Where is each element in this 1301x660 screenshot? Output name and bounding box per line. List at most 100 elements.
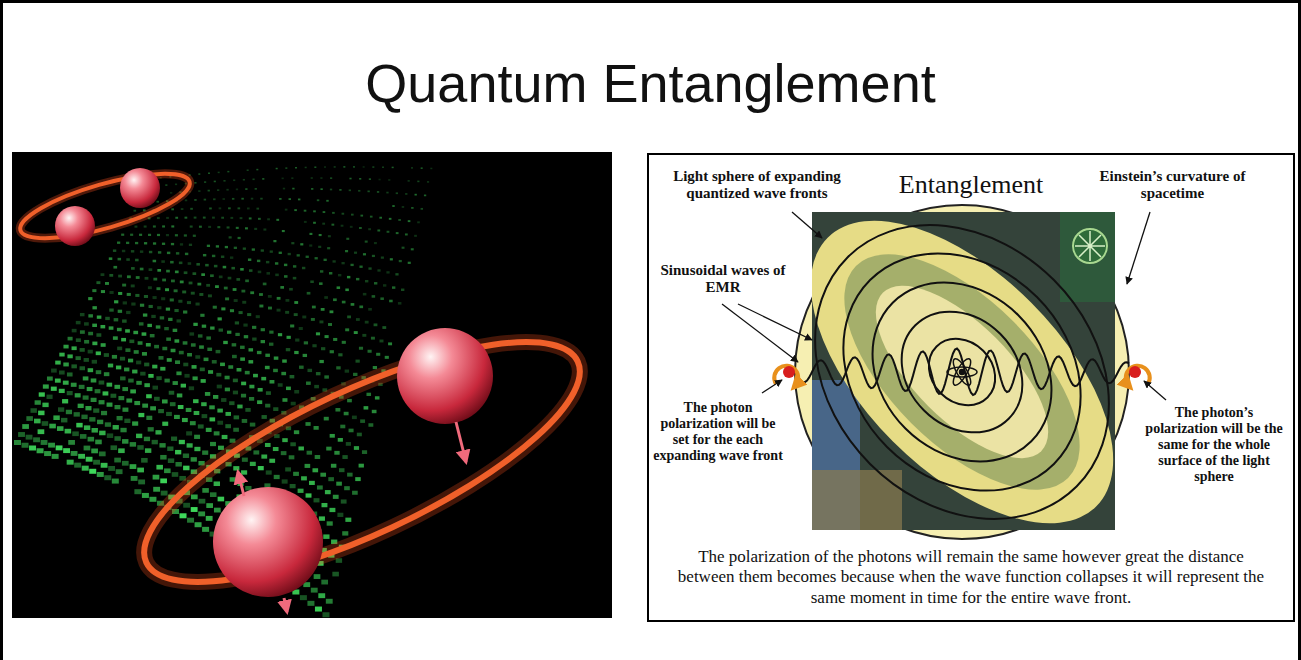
binary-bit [233, 379, 238, 383]
binary-bit [250, 462, 256, 466]
binary-bit [395, 273, 398, 275]
binary-bit [84, 340, 89, 344]
binary-bit [331, 224, 334, 226]
binary-bit [356, 360, 360, 363]
binary-bit [304, 221, 307, 223]
binary-bit [75, 393, 81, 397]
binary-bit [282, 359, 287, 362]
binary-bit [218, 317, 222, 320]
binary-bit [170, 261, 174, 264]
binary-bit [178, 405, 184, 409]
binary-bit [300, 243, 303, 245]
orbit-ring [116, 296, 608, 618]
binary-bit [233, 428, 239, 432]
binary-bit [274, 356, 279, 359]
binary-bit [241, 198, 243, 200]
binary-bit [339, 468, 344, 472]
binary-bit [76, 338, 81, 342]
binary-bit [122, 439, 128, 444]
binary-bit [220, 363, 225, 367]
binary-bit [368, 267, 371, 269]
binary-bit [110, 394, 116, 398]
binary-bit [52, 454, 59, 459]
binary-bit [89, 469, 96, 474]
binary-bit [276, 219, 279, 221]
binary-bit [116, 366, 121, 370]
binary-bit [398, 219, 401, 221]
binary-bit [127, 275, 131, 278]
binary-bit [105, 422, 111, 426]
binary-bit [362, 334, 366, 337]
binary-bit [295, 339, 299, 342]
binary-bit [42, 403, 48, 407]
particle [55, 206, 95, 246]
binary-bit [236, 278, 240, 281]
binary-bit [366, 393, 371, 396]
binary-bit [221, 307, 225, 310]
binary-bit [336, 482, 342, 486]
binary-bit [243, 324, 247, 327]
binary-bit [253, 374, 258, 378]
binary-bit [281, 372, 286, 375]
binary-bit [216, 245, 219, 247]
binary-bit [335, 408, 340, 412]
binary-bit [402, 247, 405, 249]
binary-bit [225, 297, 229, 300]
binary-bit [136, 381, 141, 385]
binary-bit [62, 399, 68, 403]
binary-bit [294, 209, 297, 211]
binary-bit [237, 405, 242, 409]
binary-bit [175, 462, 181, 467]
binary-bit [374, 323, 378, 326]
binary-bit [130, 234, 133, 236]
binary-bit [258, 388, 263, 392]
binary-bit [154, 397, 160, 401]
binary-bit [248, 258, 251, 260]
binary-bit [148, 374, 153, 378]
binary-bit [306, 382, 311, 385]
binary-bit [213, 395, 218, 399]
binary-bit [118, 292, 122, 295]
binary-bit [277, 297, 281, 300]
binary-bit [109, 257, 113, 260]
binary-bit [196, 303, 200, 306]
binary-bit [232, 198, 234, 200]
binary-bit [209, 405, 214, 409]
binary-bit [88, 314, 93, 317]
binary-bit [217, 409, 222, 413]
binary-bit [142, 493, 149, 498]
binary-bit [256, 169, 258, 171]
binary-bit [96, 370, 101, 374]
binary-bit [305, 464, 311, 468]
binary-bit [208, 226, 211, 228]
binary-bit [363, 253, 366, 255]
binary-bit [113, 425, 119, 429]
binary-bit [214, 481, 220, 486]
binary-bit [237, 368, 242, 372]
binary-bit [238, 237, 241, 239]
binary-bit [151, 315, 155, 318]
binary-bit [368, 423, 373, 427]
binary-bit [307, 451, 312, 455]
particle [213, 487, 323, 597]
binary-bit [365, 280, 368, 282]
binary-bit [249, 217, 252, 219]
binary-bit [333, 338, 337, 341]
binary-bit [390, 258, 393, 260]
binary-bit [179, 262, 183, 265]
binary-bit [219, 207, 222, 209]
binary-bit [104, 372, 109, 376]
binary-bit [150, 406, 156, 410]
binary-bit [26, 435, 33, 440]
binary-bit [112, 355, 117, 359]
binary-bit [266, 391, 271, 395]
binary-bit [290, 375, 295, 378]
binary-bit [371, 337, 375, 340]
binary-bit [402, 206, 404, 208]
binary-bit [124, 419, 130, 423]
binary-bit [80, 348, 85, 352]
binary-bit [213, 198, 215, 200]
binary-bit [153, 386, 158, 390]
binary-bit [177, 393, 182, 397]
binary-bit [322, 223, 325, 225]
